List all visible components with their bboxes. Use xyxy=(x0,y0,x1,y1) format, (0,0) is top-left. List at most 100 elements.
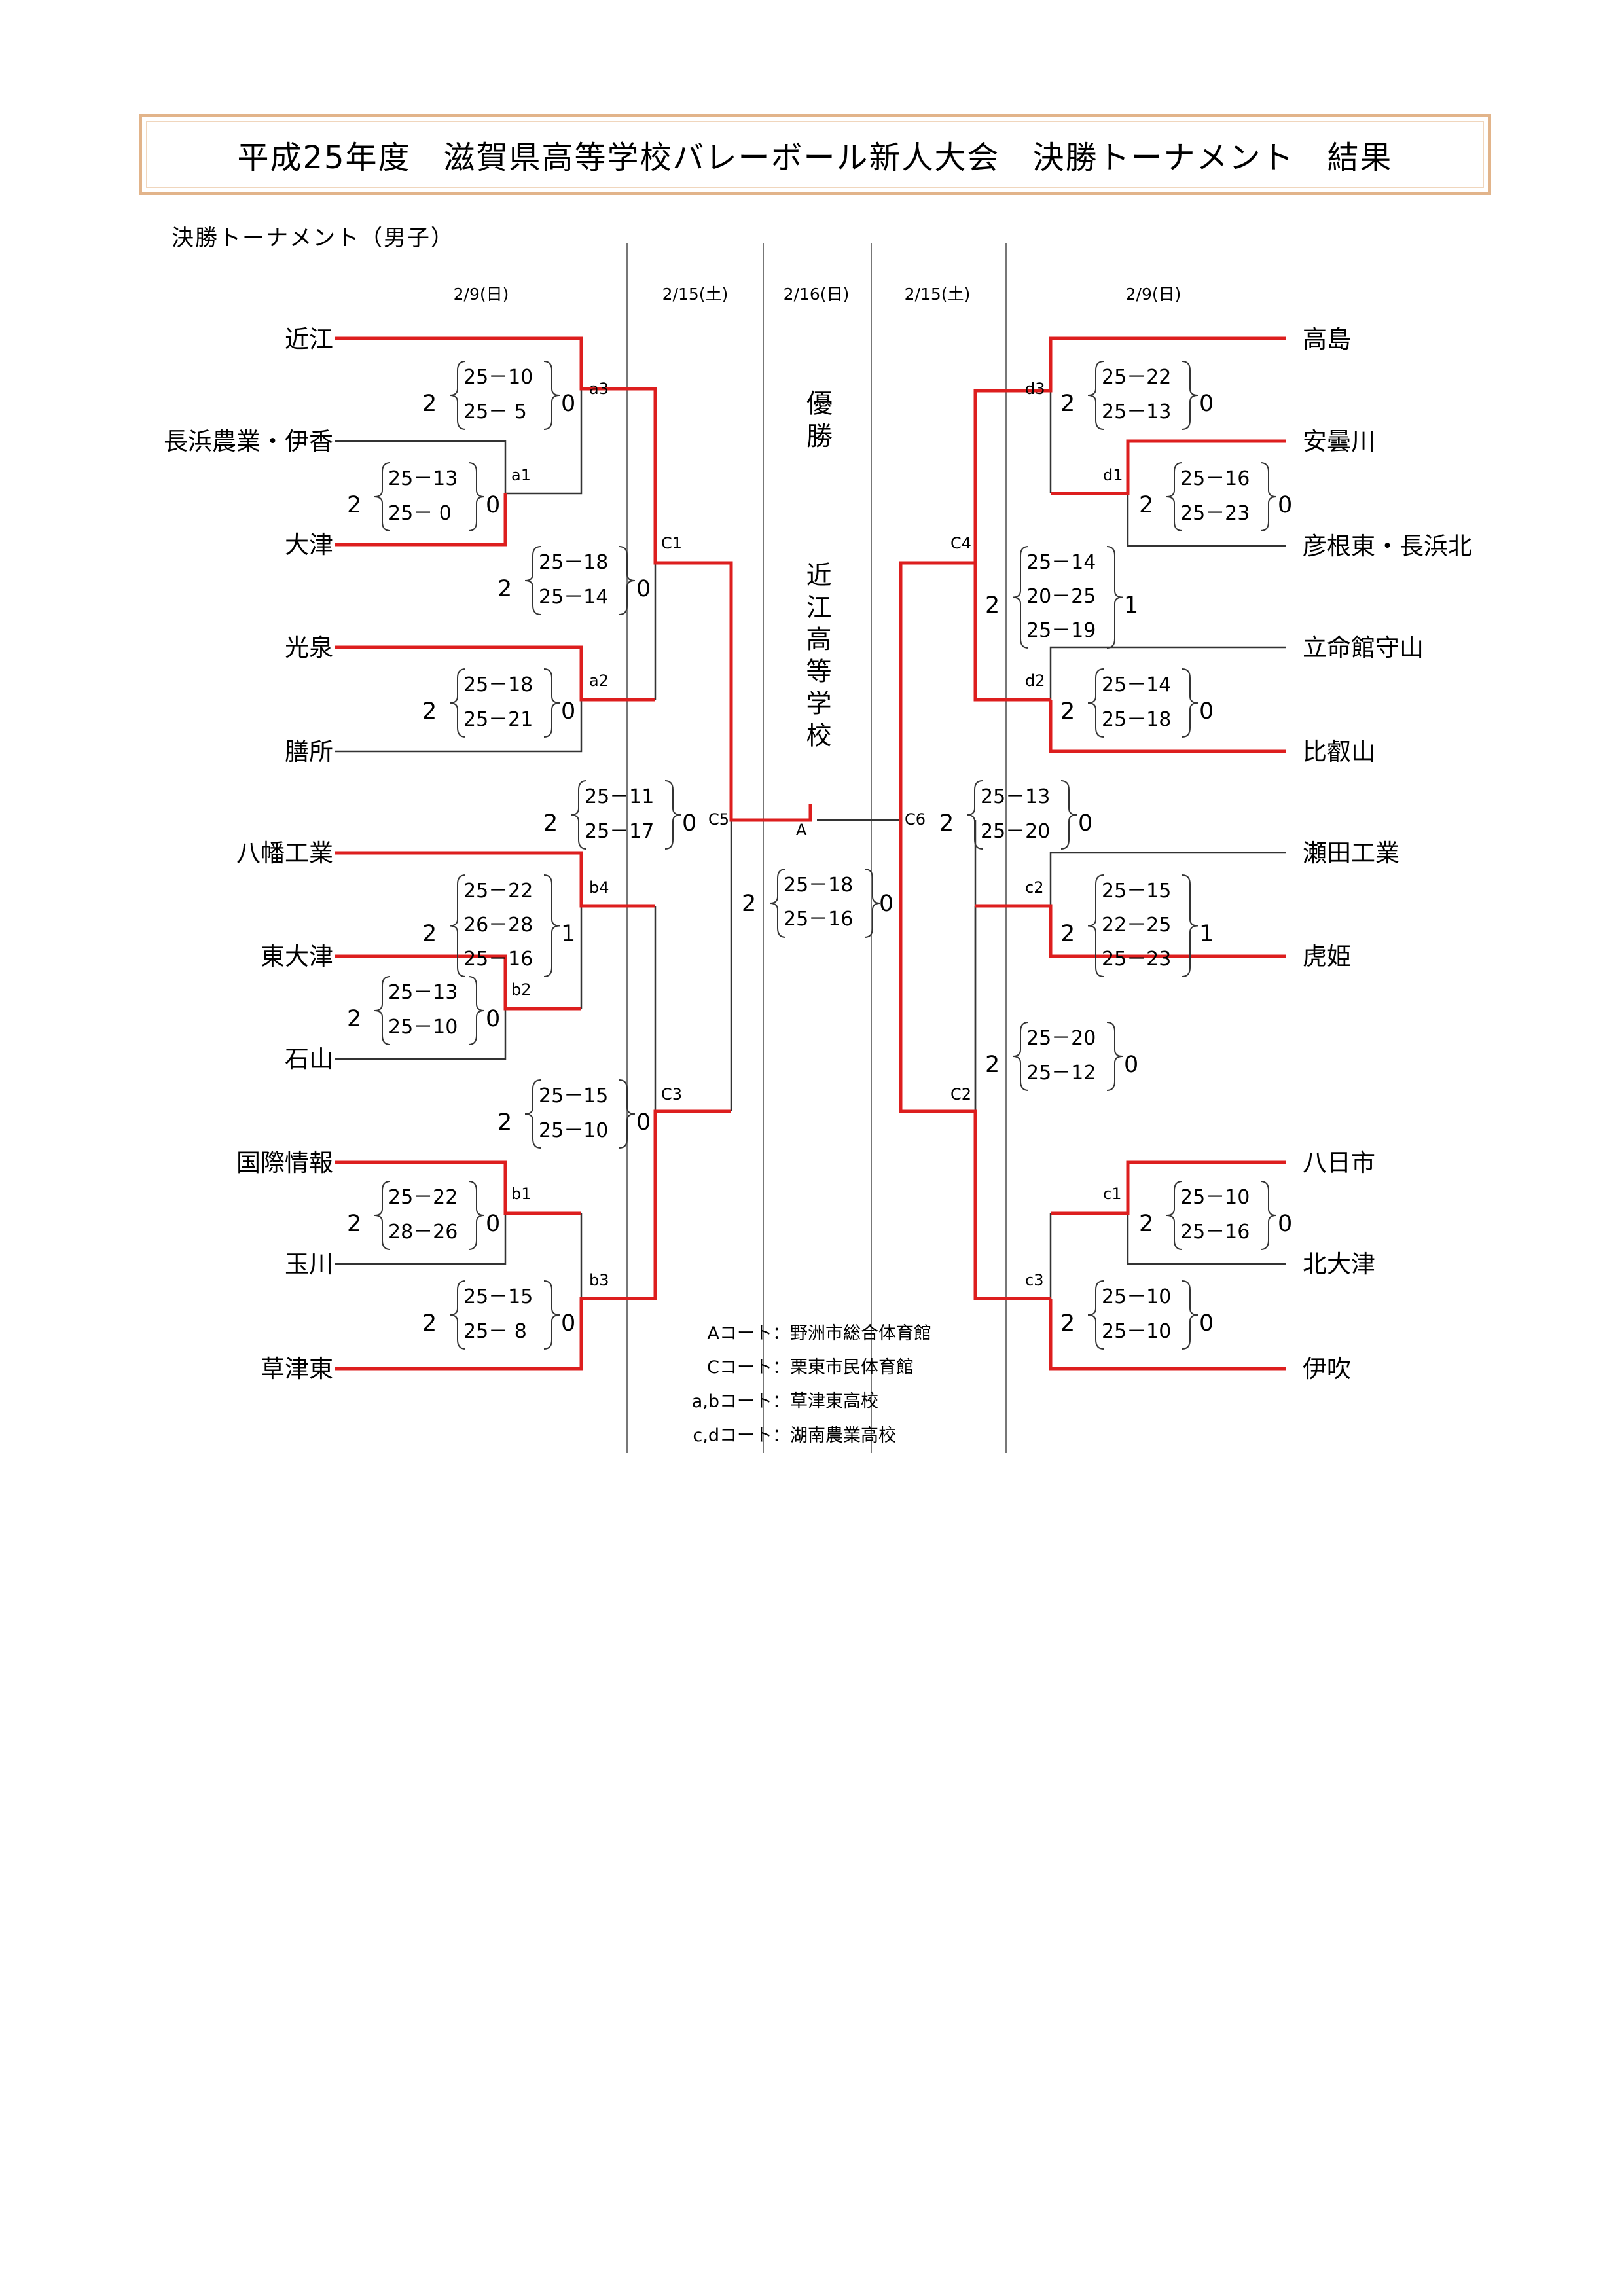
venue-place: 湖南農業高校 xyxy=(790,1426,896,1446)
set-score: 25－ 8 xyxy=(463,1320,527,1343)
set-brace-left xyxy=(1166,462,1183,531)
score-left: 2 xyxy=(1060,698,1075,725)
score-right: 0 xyxy=(682,810,697,836)
score-left: 2 xyxy=(422,390,437,417)
set-brace-left xyxy=(449,361,466,430)
score-left: 2 xyxy=(347,492,362,518)
match-code: C3 xyxy=(661,1085,683,1103)
team-right: 北大津 xyxy=(1303,1250,1375,1278)
score-right: 0 xyxy=(1199,390,1214,417)
winner-line xyxy=(899,561,1051,1300)
team-left: 国際情報 xyxy=(236,1149,333,1177)
set-brace-right xyxy=(468,462,485,531)
match-code: d3 xyxy=(1025,380,1045,398)
set-brace-right xyxy=(1260,462,1277,531)
winner-line xyxy=(1051,1160,1286,1215)
score-left: 2 xyxy=(422,1310,437,1336)
match-code: b4 xyxy=(589,878,609,897)
set-brace-right xyxy=(864,869,881,938)
match-code: C2 xyxy=(950,1085,972,1103)
set-score: 25－18 xyxy=(463,673,533,696)
score-right: 0 xyxy=(561,390,576,417)
venue-court: c,dコート xyxy=(693,1426,772,1446)
winner-line xyxy=(975,904,1286,958)
score-left: 2 xyxy=(422,921,437,947)
set-brace-left xyxy=(449,1280,466,1350)
set-brace-left xyxy=(1087,874,1104,977)
loser-line xyxy=(335,700,583,753)
set-score: 25－10 xyxy=(539,1119,609,1142)
set-score: 25－14 xyxy=(1026,551,1096,574)
set-score: 26－28 xyxy=(463,914,533,937)
venue-court: Aコート xyxy=(707,1323,772,1344)
set-score: 25－13 xyxy=(388,981,458,1004)
set-brace-right xyxy=(1106,546,1123,649)
set-score: 25－15 xyxy=(539,1085,609,1107)
set-score: 25－16 xyxy=(1180,1221,1250,1244)
set-score: 25－17 xyxy=(585,820,655,843)
set-brace-right xyxy=(468,1181,485,1250)
venue-item: c,dコート：湖南農業高校 xyxy=(655,1419,931,1453)
score-right: 0 xyxy=(561,698,576,725)
match-code: c3 xyxy=(1025,1271,1044,1289)
set-brace-left xyxy=(966,780,983,850)
set-score: 25－20 xyxy=(981,820,1051,843)
champion-name: 近江高等学校 xyxy=(802,562,831,754)
set-score: 22－25 xyxy=(1102,914,1172,937)
team-left: 石山 xyxy=(285,1045,333,1073)
set-score: 20－25 xyxy=(1026,585,1096,608)
winner-line xyxy=(335,851,655,908)
date-round1-right: 2/9(日) xyxy=(1125,285,1182,304)
set-score: 25－13 xyxy=(1102,401,1172,423)
set-score: 25－22 xyxy=(463,880,533,903)
loser-line xyxy=(1049,646,1286,700)
team-left: 光泉 xyxy=(285,634,333,662)
match-code: b1 xyxy=(511,1185,532,1203)
set-brace-left xyxy=(524,1079,541,1149)
set-score: 25－16 xyxy=(1180,467,1250,490)
venue-place: 草津東高校 xyxy=(790,1391,878,1412)
match-code: A xyxy=(796,821,807,839)
score-right: 0 xyxy=(1278,1210,1293,1237)
winner-line xyxy=(335,645,655,702)
set-brace-left xyxy=(374,1181,391,1250)
score-left: 2 xyxy=(497,1109,513,1136)
set-brace-right xyxy=(664,780,681,850)
team-left: 玉川 xyxy=(285,1250,333,1278)
set-score: 25－13 xyxy=(981,785,1051,808)
set-brace-right xyxy=(543,668,560,738)
match-code: b2 xyxy=(511,980,532,999)
team-right: 虎姫 xyxy=(1303,942,1351,971)
score-left: 2 xyxy=(742,891,757,917)
set-brace-right xyxy=(1106,1022,1123,1091)
section-title: 決勝トーナメント（男子） xyxy=(171,225,454,251)
set-brace-right xyxy=(1182,1280,1199,1350)
score-right: 1 xyxy=(561,921,576,947)
set-brace-right xyxy=(619,1079,636,1149)
set-score: 25－16 xyxy=(784,908,854,931)
match-code: d1 xyxy=(1103,466,1123,484)
match-code: c1 xyxy=(1103,1185,1122,1203)
set-score: 25－18 xyxy=(1102,708,1172,731)
score-left: 2 xyxy=(1139,492,1154,518)
score-right: 0 xyxy=(561,1310,576,1336)
set-brace-left xyxy=(374,976,391,1045)
score-left: 2 xyxy=(985,592,1000,619)
set-score: 25－14 xyxy=(1102,673,1172,696)
set-brace-left xyxy=(1087,1280,1104,1350)
match-code: a2 xyxy=(589,672,609,690)
set-score: 25－10 xyxy=(463,366,533,389)
loser-line xyxy=(505,389,583,495)
set-score: 25－15 xyxy=(463,1285,533,1308)
venue-court: Cコート xyxy=(707,1357,772,1378)
loser-line xyxy=(335,1213,507,1265)
team-left: 長浜農業・伊香 xyxy=(164,427,333,456)
set-score: 25－20 xyxy=(1026,1027,1096,1050)
score-left: 2 xyxy=(497,575,513,602)
team-right: 安曇川 xyxy=(1303,427,1375,456)
set-score: 25－13 xyxy=(388,467,458,490)
score-left: 2 xyxy=(939,810,954,836)
score-right: 0 xyxy=(636,1109,651,1136)
team-left: 八幡工業 xyxy=(236,839,333,867)
